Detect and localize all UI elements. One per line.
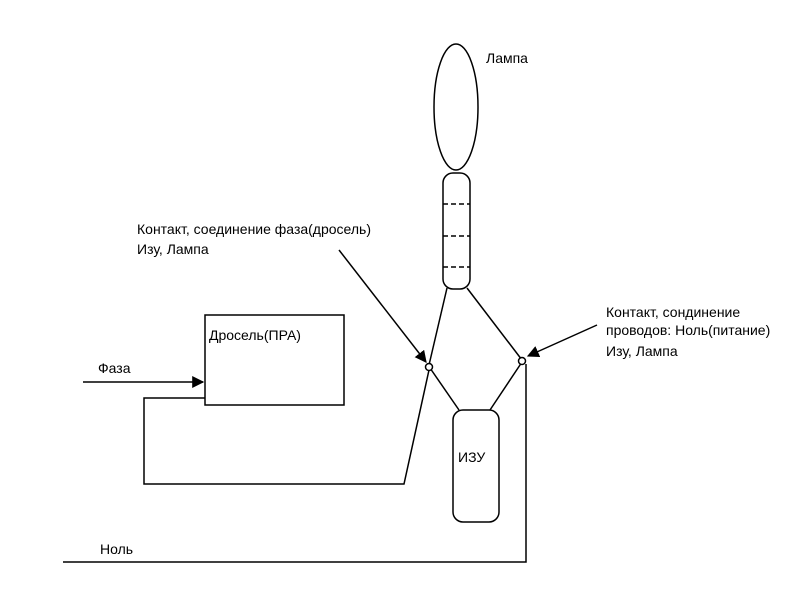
- lamp-bulb: [433, 43, 479, 171]
- izu-component: [452, 409, 500, 523]
- choke-label: Дросель(ПРА): [209, 327, 301, 343]
- choke-box: [204, 314, 345, 406]
- phase-contact-pointer: [338, 249, 427, 363]
- zero-contact-label-line3: Изу, Лампа: [606, 343, 678, 359]
- zero-label: Ноль: [100, 541, 133, 557]
- wire-zero-contact-to-izu: [489, 361, 523, 411]
- wire-choke-to-phase-contact: [143, 369, 430, 485]
- izu-label: ИЗУ: [458, 449, 485, 465]
- lamp-base: [442, 172, 471, 290]
- phase-contact-label-line1: Контакт, соединение фаза(дросель): [137, 221, 371, 237]
- phase-contact-point: [424, 362, 434, 372]
- lamp-label: Лампа: [486, 50, 528, 66]
- phase-contact-label-line2: Изу, Лампа: [137, 241, 209, 257]
- zero-contact-label-line1: Контакт, сондинение: [606, 304, 740, 320]
- wire-lamp-to-phase-contact: [428, 287, 448, 366]
- zero-contact-point: [517, 356, 527, 366]
- wire-phase-contact-to-izu: [429, 367, 460, 411]
- zero-contact-pointer: [526, 324, 598, 358]
- wire-zero: [63, 364, 527, 563]
- phase-label: Фаза: [98, 360, 131, 376]
- wire-lamp-to-zero-contact: [466, 287, 523, 361]
- zero-contact-label-line2: проводов: Ноль(питание): [606, 322, 770, 338]
